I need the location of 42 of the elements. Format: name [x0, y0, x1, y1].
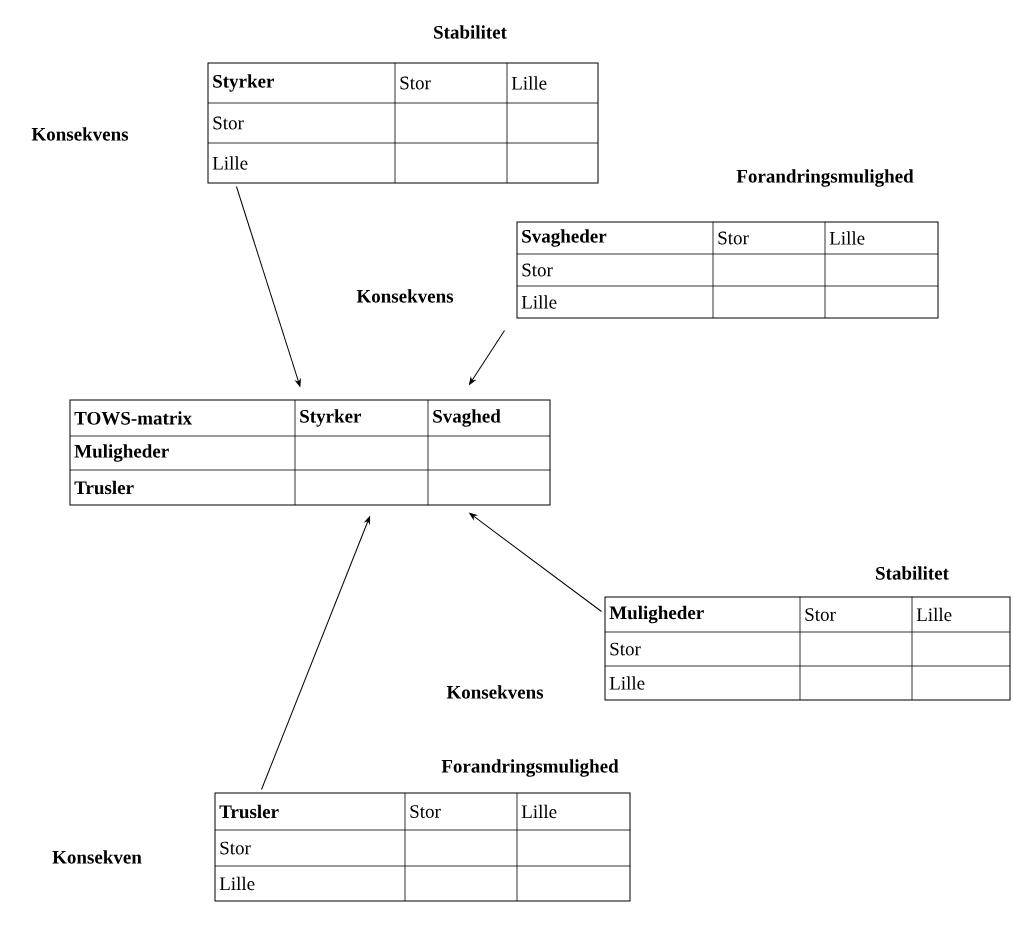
table — [69, 399, 551, 506]
table — [207, 62, 599, 184]
table-cell: Stor — [610, 642, 641, 656]
table-cell: TOWS-matrix — [74, 411, 192, 425]
table-cell: Lille — [916, 607, 952, 622]
row-heading: Konsekvens — [446, 685, 544, 699]
column-heading: Stabilitet — [876, 566, 949, 580]
table-cell: Stor — [522, 263, 553, 277]
table — [214, 792, 631, 902]
arrow — [469, 330, 505, 385]
table-cell: Lille — [521, 804, 557, 819]
table-cell: Svagheder — [522, 229, 607, 247]
table-cell: Lille — [609, 676, 645, 690]
column-heading: Forandringsmulighed — [736, 169, 914, 187]
column-heading: Forandringsmulighed — [441, 759, 619, 777]
arrow — [235, 186, 301, 387]
row-heading: Konsekvens — [356, 289, 454, 303]
column-heading: Stabilitet — [434, 25, 507, 39]
arrow — [469, 512, 602, 612]
table-cell: Stor — [410, 805, 441, 818]
table-cell: Muligheder — [74, 444, 169, 462]
table-cell: Trusler — [219, 804, 279, 819]
table-cell: Lille — [212, 156, 248, 170]
table-cell: Styrker — [213, 74, 275, 92]
table-cell: Muligheder — [609, 605, 704, 624]
table-cell: Svaghed — [433, 409, 501, 427]
table-cell: Lille — [219, 876, 255, 891]
row-heading: Konsekvens — [31, 127, 129, 141]
table — [604, 596, 1011, 701]
row-heading: Konsekven — [52, 850, 142, 864]
table-cell: Stor — [718, 231, 749, 245]
table-cell: Stor — [805, 608, 836, 621]
table-cell: Styrker — [300, 409, 362, 427]
table-cell: Stor — [220, 841, 251, 855]
table-cell: Lille — [511, 76, 547, 90]
table-cell: Stor — [213, 116, 244, 130]
table-cell: Trusler — [74, 480, 134, 495]
table-cell: Lille — [829, 231, 865, 245]
table-cell: Stor — [400, 76, 431, 90]
table — [516, 221, 939, 319]
table-cell: Lille — [521, 295, 557, 309]
arrow — [261, 516, 371, 790]
